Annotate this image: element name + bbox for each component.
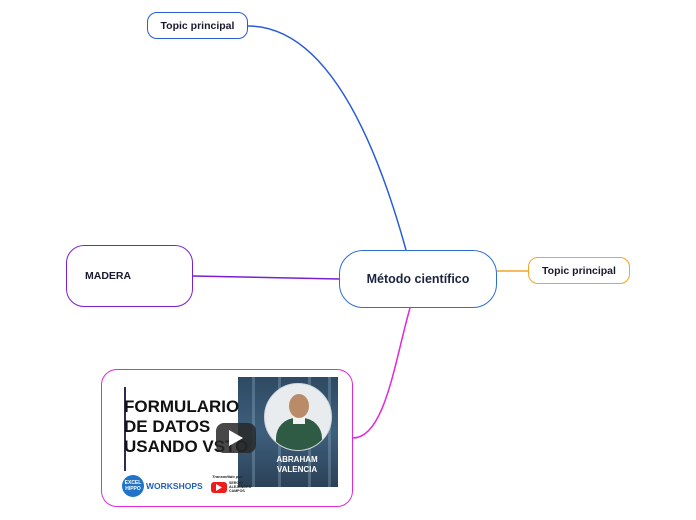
video-thumbnail[interactable]: FORMULARIO DE DATOS USANDO VSTO ABRAHAM …: [112, 377, 338, 499]
topic-label: Topic principal: [542, 264, 616, 277]
presenter-avatar: [264, 383, 332, 451]
topic-node-top[interactable]: Topic principal: [147, 12, 248, 39]
presenter-name: ABRAHAM VALENCIA: [276, 455, 318, 474]
link-to-madera: [192, 275, 340, 280]
link-to-image-node: [352, 307, 411, 439]
topic-label: Topic principal: [160, 19, 235, 32]
title-line: DE DATOS: [124, 417, 211, 436]
central-topic[interactable]: Método científico: [339, 250, 497, 308]
title-accent-bar: [124, 387, 126, 471]
topic-label: MADERA: [85, 270, 132, 282]
central-topic-label: Método científico: [366, 272, 470, 286]
youtube-channel-name: SERGIO ALEJANDRO CAMPOS: [229, 481, 252, 494]
play-icon: [229, 430, 243, 446]
title-line: FORMULARIO: [124, 397, 240, 416]
youtube-icon: [211, 482, 227, 493]
youtube-caption: Transmitido por: [212, 474, 243, 479]
link-to-topic-top: [247, 25, 407, 251]
image-topic-node[interactable]: FORMULARIO DE DATOS USANDO VSTO ABRAHAM …: [101, 369, 353, 507]
excel-hippo-badge: EXCEL HIPPO: [122, 475, 144, 497]
play-button[interactable]: [216, 423, 256, 453]
workshops-brand: WORKSHOPS: [146, 481, 203, 491]
topic-node-madera[interactable]: MADERA: [66, 245, 193, 307]
topic-node-right[interactable]: Topic principal: [528, 257, 630, 284]
